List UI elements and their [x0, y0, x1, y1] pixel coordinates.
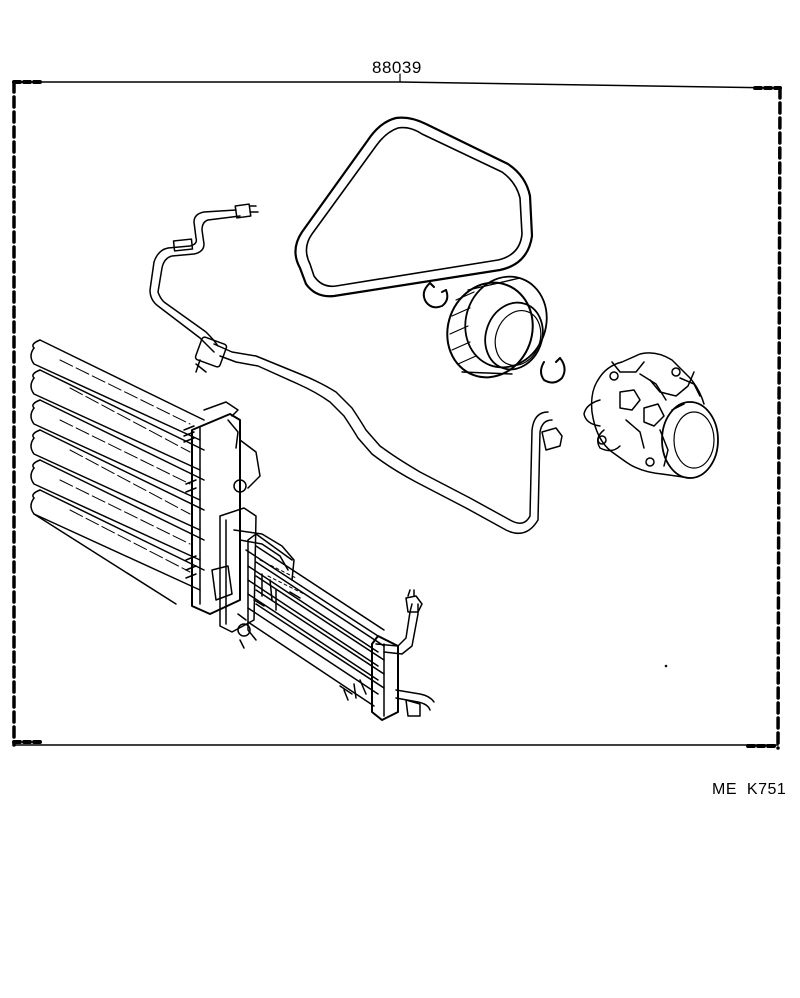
- diagram-detail-marks: [259, 559, 668, 668]
- drive-belt: [294, 116, 534, 298]
- discharge-hose: [149, 203, 563, 535]
- snap-ring-right: [540, 357, 566, 384]
- liquid-line: [375, 589, 423, 655]
- compressor-pulley: [446, 275, 548, 379]
- assembly-frame: [12, 73, 782, 750]
- condenser: [30, 339, 261, 615]
- ac-compressor: [583, 352, 719, 479]
- snap-ring-left: [422, 282, 449, 309]
- reference-code: ME K751: [712, 781, 787, 798]
- part-number-label: 88039: [372, 58, 422, 77]
- sub-condenser: [211, 507, 435, 721]
